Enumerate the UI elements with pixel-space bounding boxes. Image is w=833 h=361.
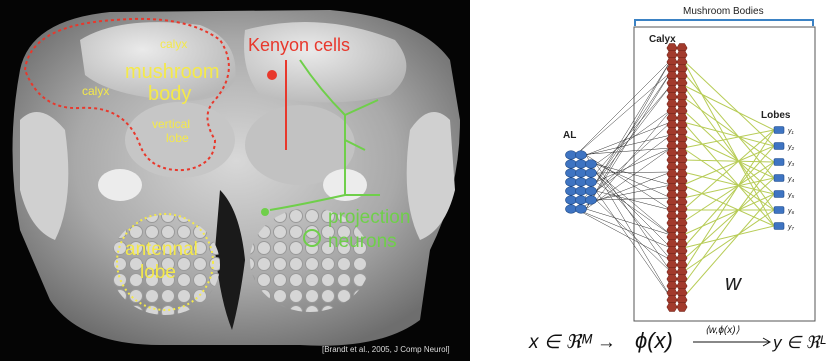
- al-cell: [576, 169, 587, 178]
- al-cell: [576, 187, 587, 196]
- lobe-output-label: y₁: [787, 128, 795, 135]
- kenyon-cell: [677, 303, 687, 312]
- mushroom-bodies-label: Mushroom Bodies: [683, 6, 764, 17]
- lobe-node: [774, 127, 784, 134]
- lobes-label: Lobes: [761, 110, 791, 121]
- al-cell: [576, 151, 587, 160]
- label-lobe-vertical: lobe: [166, 131, 189, 145]
- al-label: AL: [563, 130, 576, 141]
- al-cell: [586, 160, 597, 169]
- al-cell: [576, 205, 587, 214]
- kenyon-cell-column: [667, 44, 687, 312]
- lobe-output-label: y₃: [787, 160, 795, 167]
- label-lobe-antennal: lobe: [140, 262, 176, 283]
- lobe-node: [774, 207, 784, 214]
- label-projection: projection: [328, 207, 410, 228]
- label-mushroom: mushroom: [125, 61, 219, 83]
- input-connection: [576, 72, 671, 155]
- lobe-output-label: y₆: [787, 208, 795, 215]
- al-cell: [566, 160, 577, 169]
- label-vertical: vertical: [152, 117, 190, 131]
- readout-connection: [683, 72, 774, 178]
- label-calyx-top: calyx: [160, 37, 187, 51]
- lobe-node: [774, 191, 784, 198]
- input-connection: [586, 135, 671, 155]
- label-neurons: neurons: [328, 231, 397, 252]
- al-cell: [566, 196, 577, 205]
- label-kenyon-cells: Kenyon cells: [248, 35, 350, 55]
- formula-arrow-label: ⟨w,ϕ(x)⟩: [705, 325, 740, 336]
- readout-connection: [683, 162, 774, 285]
- al-cell: [586, 169, 597, 178]
- formula-arrow: [693, 338, 770, 346]
- input-connection: [576, 209, 671, 260]
- input-connection: [586, 122, 671, 155]
- lobe-node: [774, 223, 784, 230]
- al-cell: [576, 196, 587, 205]
- al-cell: [586, 178, 597, 187]
- citation: [Brandt et al., 2005, J Comp Neurol]: [322, 345, 450, 354]
- formula-phi: ϕ(x): [635, 328, 673, 353]
- al-cell: [566, 205, 577, 214]
- al-cell: [576, 160, 587, 169]
- input-connection: [576, 209, 671, 248]
- brain-micrograph: calyx calyx mushroom body vertical lobe …: [0, 0, 470, 361]
- input-connection: [586, 155, 671, 210]
- mushroom-body-network-diagram: Mushroom Bodies Calyx AL Lobes w y₁y₂y₃y…: [523, 0, 833, 361]
- lobe-output-nodes: y₁ y₂ y₃ y₄ y₅ y₆ y₇: [774, 127, 795, 232]
- al-cell: [586, 196, 597, 205]
- kenyon-cell: [667, 303, 677, 312]
- kenyon-cell-marker: [267, 70, 277, 80]
- al-cell: [586, 187, 597, 196]
- al-cell: [566, 151, 577, 160]
- label-body: body: [148, 83, 191, 105]
- lobe-node: [774, 143, 784, 150]
- lobe-output-label: y₄: [787, 176, 795, 183]
- lobe-node: [774, 159, 784, 166]
- formula-input: x ∈ ℜᴹ →: [528, 332, 616, 353]
- antennal-lobe-cells: [566, 151, 597, 214]
- al-cell: [576, 178, 587, 187]
- al-cell: [566, 169, 577, 178]
- input-connection: [586, 60, 671, 209]
- formula-output: y ∈ ℜᴸ: [772, 333, 827, 352]
- lobe-node: [774, 175, 784, 182]
- calyx-to-lobe-connections: [683, 60, 774, 298]
- label-antennal: antennal: [125, 239, 198, 260]
- mushroom-bodies-bracket: [635, 20, 813, 26]
- lobe-output-label: y₅: [787, 192, 795, 199]
- weight-label: w: [725, 270, 743, 295]
- al-cell: [566, 178, 577, 187]
- lobe-output-label: y₇: [787, 224, 795, 231]
- al-cell: [566, 187, 577, 196]
- label-calyx-left: calyx: [82, 84, 109, 98]
- input-connection: [586, 148, 671, 209]
- lobe-output-label: y₂: [787, 144, 795, 151]
